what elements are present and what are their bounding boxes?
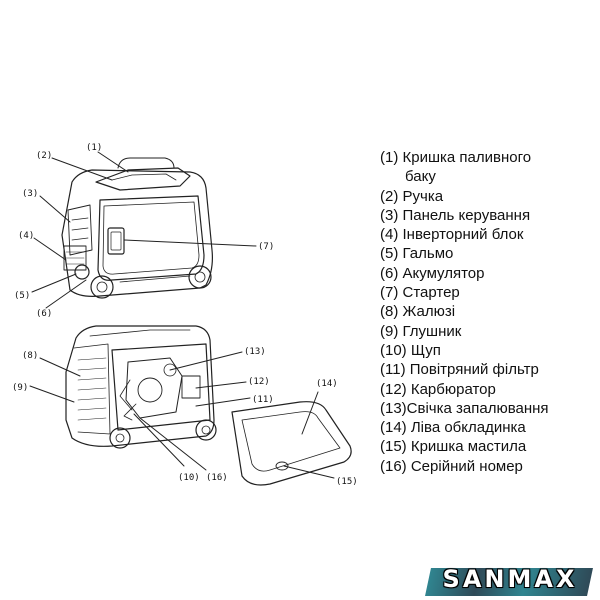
callout-5: (5) (14, 291, 30, 301)
legend-item-3: (3) Панель керування (380, 206, 531, 224)
callout-10: (10) (178, 473, 200, 483)
legend-item-5: (5) Гальмо (380, 245, 454, 263)
legend-item-6: (6) Акумулятор (380, 264, 485, 282)
legend-item-1-continued: баку (405, 168, 436, 186)
callout-14: (14) (316, 379, 338, 389)
legend-item-15: (15) Кришка мастила (380, 438, 527, 456)
callout-4: (4) (18, 231, 34, 241)
legend-item-14: (14) Ліва обкладинка (380, 419, 526, 437)
legend-item-12: (12) Карбюратор (380, 380, 496, 398)
left-cover-illustration (231, 401, 352, 486)
legend-item-4: (4) Інверторний блок (380, 226, 524, 244)
leader-lines (29, 151, 335, 479)
legend-item-7: (7) Стартер (380, 284, 460, 302)
brand-logo: SANMAX (420, 560, 600, 600)
callout-2: (2) (36, 151, 52, 161)
legend-item-9: (9) Глушник (380, 322, 462, 340)
callout-8: (8) (22, 351, 38, 361)
callout-3: (3) (22, 189, 38, 199)
callout-9: (9) (12, 383, 28, 393)
callout-7: (7) (258, 242, 274, 252)
legend-item-13: (13)Свічка запалювання (380, 399, 549, 417)
legend-item-2: (2) Ручка (380, 187, 444, 205)
callout-16: (16) (206, 473, 228, 483)
legend-item-16: (16) Серійний номер (380, 457, 523, 475)
legend-item-8: (8) Жалюзі (380, 303, 456, 321)
callout-13: (13) (244, 347, 266, 357)
legend-item-1: (1) Кришка паливного (380, 149, 532, 166)
callout-11: (11) (252, 395, 274, 405)
generator-side-illustration (65, 325, 217, 449)
generator-front-illustration (61, 157, 213, 299)
callout-1: (1) (86, 143, 102, 153)
legend-item-11: (11) Повітряний фільтр (380, 361, 539, 379)
callout-15: (15) (336, 477, 358, 487)
brand-logo-text: SANMAX (442, 565, 578, 593)
callout-labels: (1) (2) (3) (4) (5) (6) (7) (8) (9) (10)… (12, 143, 358, 487)
legend-item-10: (10) Щуп (380, 341, 441, 359)
parts-legend: (1) Кришка паливного баку (2) Ручка (3) … (380, 148, 595, 476)
callout-6: (6) (36, 309, 52, 319)
callout-12: (12) (248, 377, 270, 387)
